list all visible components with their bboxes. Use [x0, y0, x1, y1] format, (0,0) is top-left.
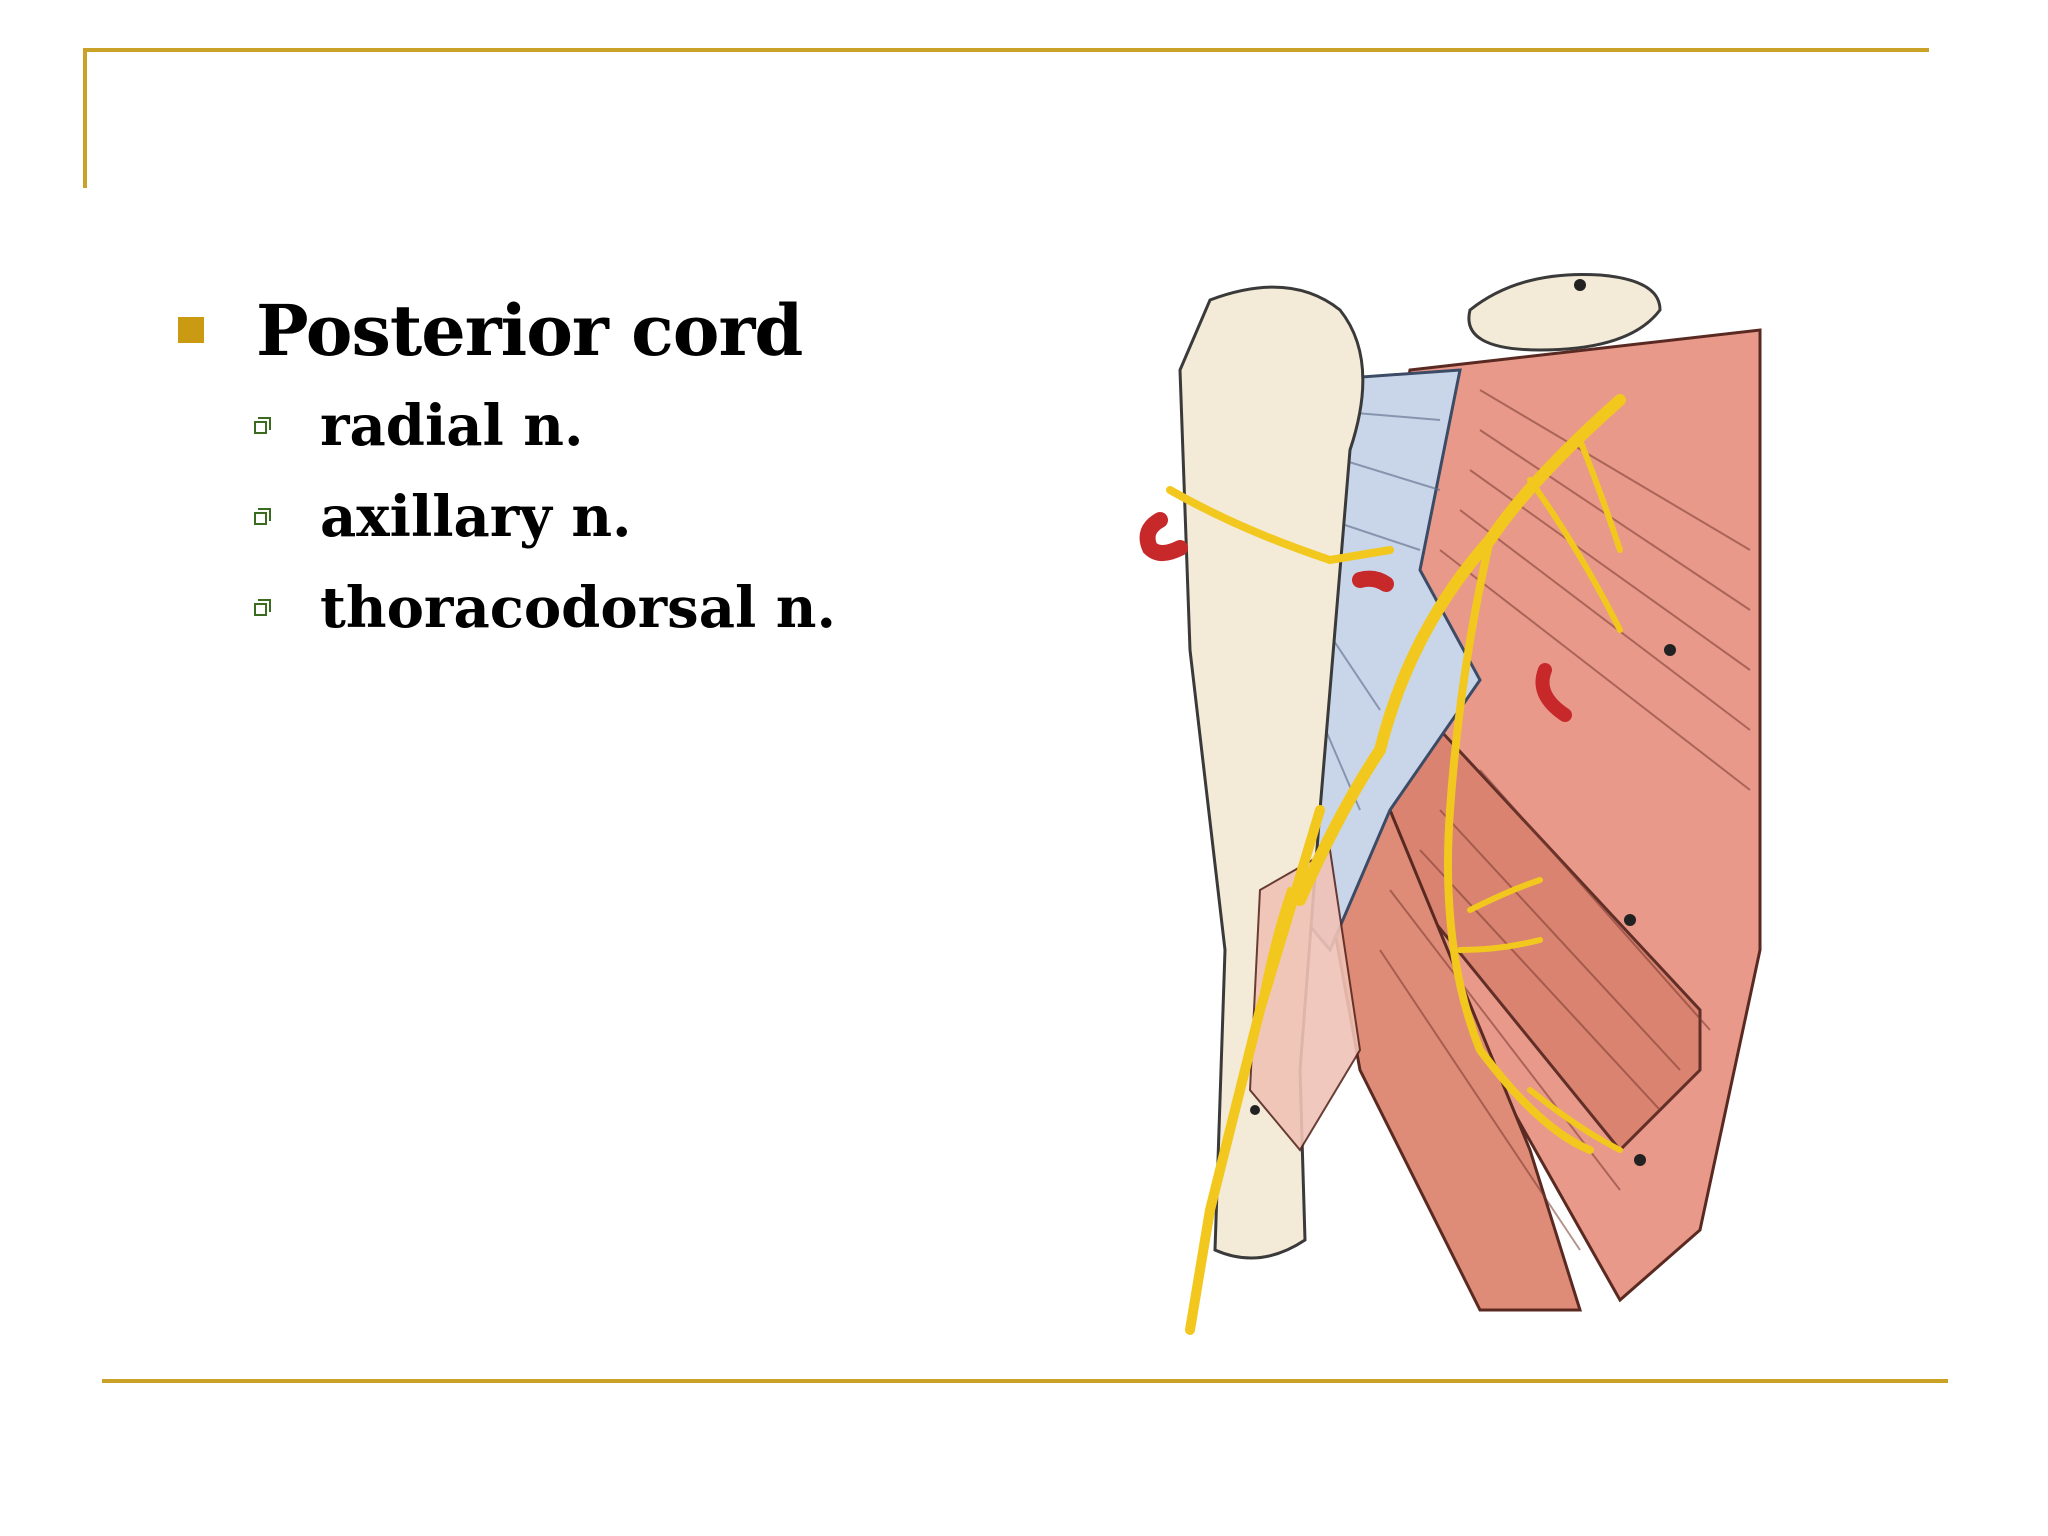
- left-gold-rule: [83, 48, 87, 188]
- bone-marker: [1574, 279, 1586, 291]
- sub-bullet-text: axillary n.: [320, 483, 632, 550]
- hollow-square-bullet-icon: [254, 598, 272, 617]
- hollow-square-bullet-icon: [254, 507, 272, 526]
- anatomy-drawing: [1139, 272, 1762, 1335]
- shoulder-anatomy-illustration: [1060, 250, 1780, 1350]
- square-bullet-icon: [178, 317, 204, 343]
- artery-segment-2: [1352, 570, 1394, 592]
- nerve-branches: [1166, 394, 1626, 1335]
- sub-bullet-item-thoracodorsal: thoracodorsal n.: [254, 562, 930, 653]
- sub-bullet-text: thoracodorsal n.: [320, 574, 836, 641]
- sub-bullet-item-radial: radial n.: [254, 380, 930, 471]
- bullet-item-posterior-cord: Posterior cord: [170, 280, 930, 380]
- hollow-square-bullet-icon: [254, 416, 272, 435]
- humerus-bone: [1178, 285, 1365, 1260]
- radial-nerve: [1185, 805, 1325, 1335]
- bullet-list: Posterior cord radial n. axillary n. tho…: [170, 280, 930, 653]
- bullet-text: Posterior cord: [256, 288, 803, 372]
- thoracodorsal-nerve: [1294, 394, 1626, 906]
- artery-segment-3: [1535, 663, 1572, 722]
- top-gold-rule: [83, 48, 1929, 52]
- muscle-markers: [1250, 644, 1676, 1166]
- axillary-nerve: [1166, 486, 1394, 565]
- sub-bullet-item-axillary: axillary n.: [254, 471, 930, 562]
- sub-bullet-text: radial n.: [320, 392, 584, 459]
- acromion-bone: [1467, 272, 1662, 352]
- artery-segment-1: [1139, 512, 1188, 561]
- bottom-gold-rule: [102, 1379, 1948, 1383]
